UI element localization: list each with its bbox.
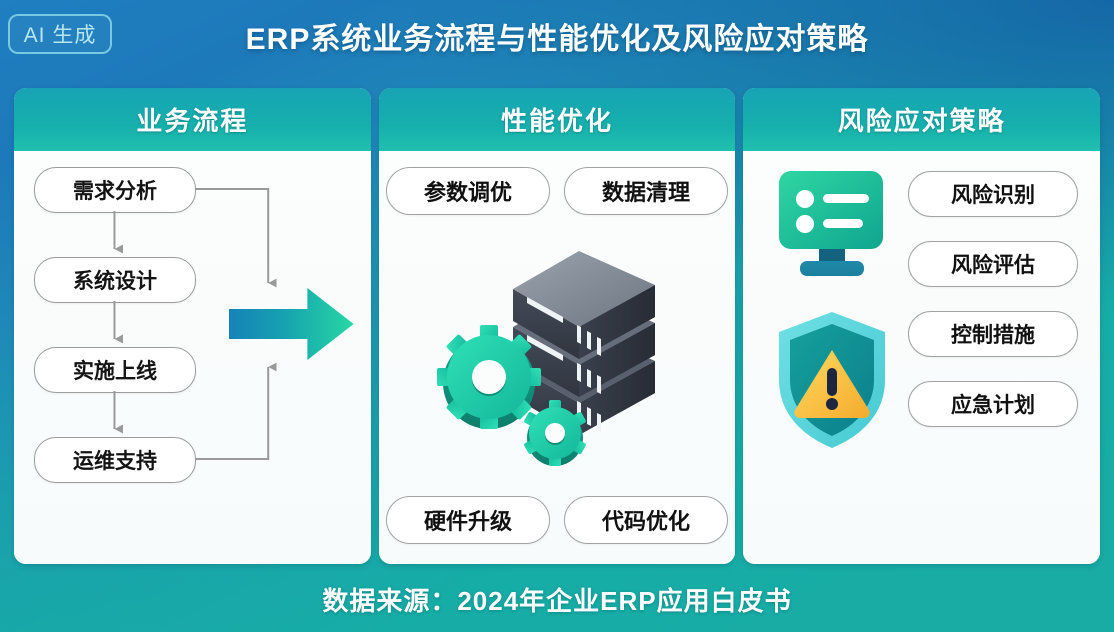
flow-forward-arrow: [229, 288, 354, 360]
perf-top-pill-row: 参数调优 数据清理: [379, 167, 736, 215]
pill-control-measures[interactable]: 控制措施: [908, 311, 1079, 357]
panel-performance-optimization-body: 参数调优 数据清理: [378, 151, 736, 564]
panel-risk-response-title: 风险应对策略: [743, 88, 1101, 151]
panel-risk-response-body: 风险识别 风险评估 控制措施 应急计划: [743, 151, 1101, 564]
page-title: ERP系统业务流程与性能优化及风险应对策略: [245, 23, 869, 56]
flow-node-label: 需求分析: [73, 180, 157, 203]
pill-risk-assessment[interactable]: 风险评估: [908, 241, 1079, 287]
pill-label: 参数调优: [423, 180, 512, 205]
pill-code-optimization[interactable]: 代码优化: [564, 496, 728, 544]
flowchart: 需求分析 系统设计 实施上线 运维支持: [14, 151, 371, 564]
pill-label: 风险评估: [951, 254, 1036, 277]
perf-bottom-pill-row: 硬件升级 代码优化: [379, 496, 736, 544]
flow-node-label: 运维支持: [73, 450, 157, 473]
data-source-footer: 数据来源：2024年企业ERP应用白皮书: [322, 586, 792, 616]
pill-data-cleanup[interactable]: 数据清理: [564, 167, 728, 215]
flow-node-implementation-launch[interactable]: 实施上线: [34, 347, 196, 393]
pill-label: 硬件升级: [423, 509, 512, 534]
flow-node-label: 系统设计: [73, 270, 157, 293]
pill-risk-identification[interactable]: 风险识别: [908, 171, 1079, 217]
flow-node-label: 实施上线: [73, 360, 157, 383]
flow-node-system-design[interactable]: 系统设计: [34, 257, 196, 303]
panel-business-process-body: 需求分析 系统设计 实施上线 运维支持: [14, 151, 371, 564]
flow-node-requirement-analysis[interactable]: 需求分析: [34, 167, 196, 213]
pill-label: 应急计划: [951, 394, 1036, 417]
panel-business-process-title: 业务流程: [14, 88, 371, 151]
checklist-monitor-icon: [779, 171, 884, 276]
panel-risk-response: 风险应对策略: [743, 88, 1101, 564]
panel-business-process: 业务流程 需求分析 系统设计 实施上线 运维支持: [14, 88, 371, 564]
panel-performance-optimization: 性能优化 参数调优 数据清理: [378, 88, 736, 564]
risk-pill-column: 风险识别 风险评估 控制措施 应急计划: [908, 171, 1079, 427]
server-stack-gears-icon: [437, 251, 655, 466]
pill-label: 风险识别: [951, 184, 1036, 207]
pill-label: 代码优化: [601, 509, 690, 534]
ai-generated-badge: AI 生成: [8, 14, 112, 54]
panel-performance-optimization-title: 性能优化: [378, 88, 736, 151]
risk-icon-column: [769, 165, 919, 459]
pill-parameter-tuning[interactable]: 参数调优: [386, 167, 550, 215]
ai-generated-badge-label: AI 生成: [23, 24, 97, 47]
panel-group: 业务流程 需求分析 系统设计 实施上线 运维支持: [14, 88, 1101, 564]
pill-label: 数据清理: [601, 180, 690, 205]
pill-hardware-upgrade[interactable]: 硬件升级: [386, 496, 550, 544]
shield-warning-icon: [779, 312, 886, 448]
pill-label: 控制措施: [951, 324, 1036, 347]
pill-contingency-plan[interactable]: 应急计划: [908, 381, 1079, 427]
flow-node-operations-support[interactable]: 运维支持: [34, 437, 196, 483]
